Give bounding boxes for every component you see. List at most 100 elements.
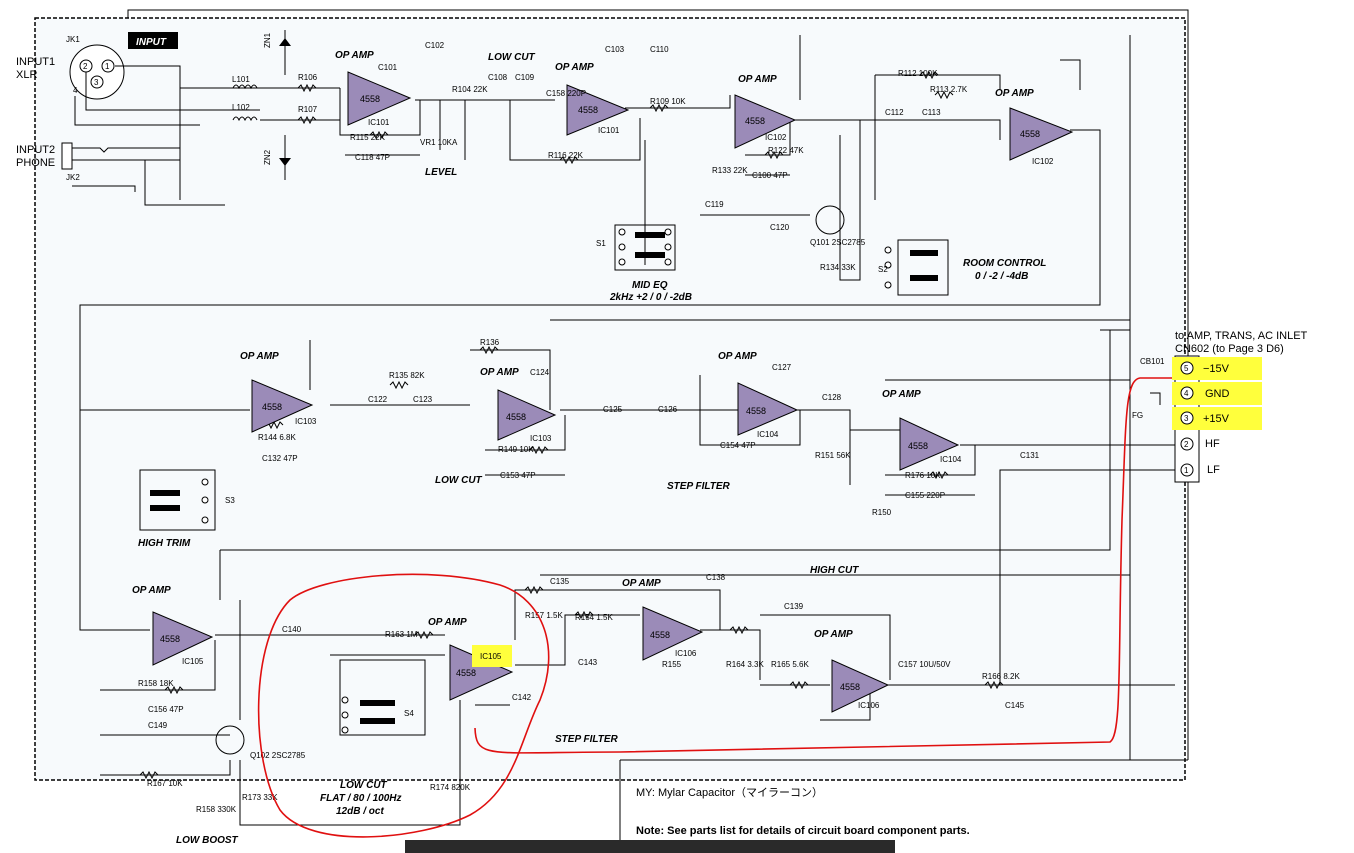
jk1-label: JK1 bbox=[66, 35, 80, 44]
svg-text:R106: R106 bbox=[298, 73, 318, 82]
op-amp-title-2: OP AMP bbox=[555, 62, 594, 73]
svg-text:C156 47P: C156 47P bbox=[148, 705, 184, 714]
svg-text:C113: C113 bbox=[922, 108, 941, 117]
svg-text:IC101: IC101 bbox=[368, 118, 390, 127]
wire-row1-to-row2 bbox=[79, 129, 1101, 410]
room-control-title: ROOM CONTROL bbox=[963, 258, 1046, 269]
svg-text:C122: C122 bbox=[368, 395, 388, 404]
wire-row2-to-row3 bbox=[220, 330, 1111, 551]
svg-text:IC102: IC102 bbox=[765, 133, 787, 142]
input-badge-bg bbox=[128, 32, 178, 49]
phone-jack-symbol bbox=[61, 142, 73, 170]
svg-text:C100 47P: C100 47P bbox=[752, 171, 788, 180]
wire-c151 bbox=[1060, 59, 1081, 90]
xlr-label: XLR bbox=[16, 69, 37, 81]
legend-note: Note: See parts list for details of circ… bbox=[636, 825, 970, 837]
connector-hl-3 bbox=[1172, 407, 1262, 430]
xlr-pin-1-label: 1 bbox=[105, 62, 110, 71]
svg-text:IC102: IC102 bbox=[1032, 157, 1054, 166]
svg-text:C118 47P: C118 47P bbox=[355, 153, 390, 162]
svg-text:R173 33K: R173 33K bbox=[242, 793, 278, 802]
svg-text:4558: 4558 bbox=[745, 116, 765, 126]
svg-text:C158 220P: C158 220P bbox=[546, 89, 586, 98]
bottom-strip bbox=[405, 840, 895, 853]
svg-text:IC106: IC106 bbox=[675, 649, 697, 658]
jk2-label: JK2 bbox=[66, 173, 80, 182]
svg-text:IC106: IC106 bbox=[858, 701, 880, 710]
svg-text:2: 2 bbox=[1184, 440, 1189, 449]
switch-s3: S3 bbox=[139, 469, 235, 531]
svg-text:R113 2.7K: R113 2.7K bbox=[930, 85, 968, 94]
wire-r167 bbox=[100, 760, 231, 776]
svg-text:IC101: IC101 bbox=[598, 126, 620, 135]
svg-text:HF: HF bbox=[1205, 438, 1220, 450]
svg-text:C145: C145 bbox=[1005, 701, 1025, 710]
xlr-jack-symbol bbox=[69, 44, 125, 100]
svg-text:4558: 4558 bbox=[160, 634, 180, 644]
connector-title-1: to AMP, TRANS, AC INLET bbox=[1175, 330, 1308, 342]
svg-text:C119: C119 bbox=[705, 200, 724, 209]
svg-text:R134 33K: R134 33K bbox=[820, 263, 856, 272]
wire-lowboost-in bbox=[79, 410, 150, 631]
op-amp-title-6: OP AMP bbox=[480, 367, 519, 378]
svg-text:S3: S3 bbox=[225, 496, 235, 505]
svg-text:C102: C102 bbox=[425, 41, 445, 50]
svg-text:R122 47K: R122 47K bbox=[768, 146, 804, 155]
op-amp-title-12: OP AMP bbox=[814, 629, 853, 640]
wire-ic105b-out bbox=[515, 614, 640, 666]
ic105-highlight bbox=[472, 645, 512, 667]
connector-pin-2: 2 HF bbox=[1180, 437, 1220, 451]
svg-text:R115 22K: R115 22K bbox=[350, 133, 386, 142]
svg-text:4558: 4558 bbox=[578, 105, 598, 115]
svg-text:S1: S1 bbox=[596, 239, 606, 248]
wire-r176 bbox=[885, 445, 976, 476]
wire-r158 bbox=[100, 640, 216, 691]
input1-label: INPUT1 bbox=[16, 56, 55, 68]
wire-r112 bbox=[875, 74, 1001, 90]
q102-transistor bbox=[215, 725, 245, 755]
svg-text:C110: C110 bbox=[650, 45, 669, 54]
xlr-pin-3-label: 3 bbox=[94, 78, 99, 87]
zn2-label: ZN2 bbox=[263, 149, 272, 165]
svg-text:R109 10K: R109 10K bbox=[650, 97, 686, 106]
svg-text:R116 22K: R116 22K bbox=[548, 151, 584, 160]
svg-text:C140: C140 bbox=[282, 625, 302, 634]
lowcut-sw-title: LOW CUT bbox=[340, 780, 388, 791]
svg-text:VR1 10KA: VR1 10KA bbox=[420, 138, 458, 147]
svg-text:IC105: IC105 bbox=[182, 657, 204, 666]
high-cut-title: HIGH CUT bbox=[810, 565, 859, 576]
xlr-pin-1 bbox=[101, 59, 115, 73]
svg-text:4558: 4558 bbox=[908, 441, 928, 451]
step-filter-title-2: STEP FILTER bbox=[555, 734, 619, 745]
svg-text:R174 820K: R174 820K bbox=[430, 783, 471, 792]
low-cut-title-1: LOW CUT bbox=[488, 52, 536, 63]
zn1-label: ZN1 bbox=[263, 32, 272, 48]
opamp-ic104b: 4558 IC104 bbox=[899, 417, 962, 471]
svg-text:4558: 4558 bbox=[506, 412, 526, 422]
opamp-ic103b: 4558 IC103 bbox=[497, 389, 557, 443]
xlr-pin-2-label: 2 bbox=[83, 62, 88, 71]
room-control-subtitle: 0 / -2 / -4dB bbox=[975, 271, 1028, 282]
svg-text:4558: 4558 bbox=[456, 668, 476, 678]
svg-text:4: 4 bbox=[1184, 389, 1189, 398]
svg-text:C109: C109 bbox=[515, 73, 535, 82]
xlr-cold-wire bbox=[85, 72, 260, 111]
svg-text:4558: 4558 bbox=[840, 682, 860, 692]
xlr-gnd-wire bbox=[74, 96, 200, 126]
gnd-fg-wire bbox=[1150, 392, 1161, 405]
opamp-ic105b: 4558 IC105 bbox=[449, 644, 514, 701]
svg-text:IC104: IC104 bbox=[940, 455, 962, 464]
svg-text:IC103: IC103 bbox=[295, 417, 317, 426]
zn1-diode bbox=[279, 38, 291, 46]
op-amp-title-8: OP AMP bbox=[882, 389, 921, 400]
svg-text:C135: C135 bbox=[550, 577, 570, 586]
svg-text:S2: S2 bbox=[878, 265, 888, 274]
wire-r149 bbox=[485, 415, 566, 451]
svg-text:C142: C142 bbox=[512, 693, 532, 702]
svg-text:4558: 4558 bbox=[262, 402, 282, 412]
wire-lf-bus bbox=[999, 469, 1175, 685]
xlr-pin-3 bbox=[90, 75, 104, 89]
svg-text:C155 220P: C155 220P bbox=[905, 491, 945, 500]
switch-s4: S4 bbox=[339, 659, 426, 736]
